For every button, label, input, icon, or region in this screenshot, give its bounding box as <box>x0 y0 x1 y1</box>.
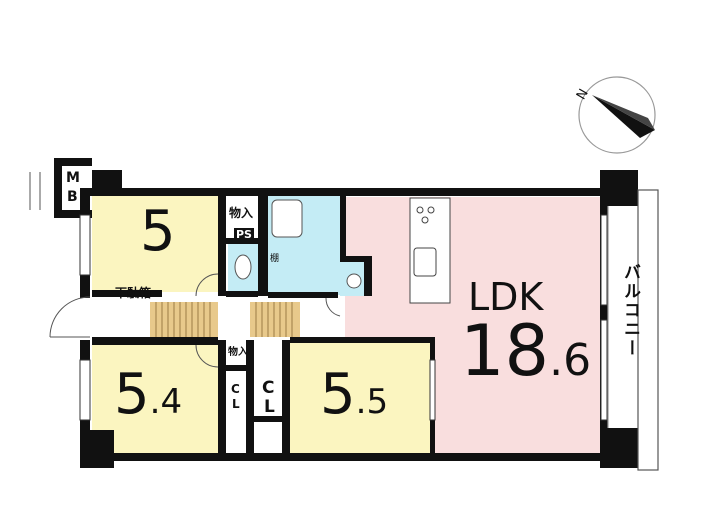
ldk-label: LDK <box>468 275 544 319</box>
toilet <box>234 254 252 280</box>
western-center-floor <box>290 343 430 453</box>
entrance-stairs <box>150 302 300 337</box>
balcony-label: バルコニー <box>620 263 640 358</box>
western-left-size: 5.4 <box>114 362 182 427</box>
storage-middle-label: 物入 <box>228 347 248 358</box>
closet-small-label-bottom: L <box>232 397 240 411</box>
western-center-size: 5.5 <box>320 362 388 427</box>
western-left-size-integer: 5 <box>114 362 150 427</box>
balcony <box>607 189 659 471</box>
closet-large-label-top: C <box>262 378 275 398</box>
western-left-size-decimal: .4 <box>149 382 183 422</box>
western-center-size-integer: 5 <box>320 362 356 427</box>
ldk-size-decimal: .6 <box>549 335 592 386</box>
windows <box>79 214 608 421</box>
pipe-space-label: PS <box>234 228 254 241</box>
washbasin <box>346 273 362 289</box>
ldk-size-integer: 18 <box>460 310 550 392</box>
western-top-size: 5 <box>140 199 176 264</box>
compass-icon <box>578 76 656 154</box>
meter-box-label-bottom: B <box>67 189 78 205</box>
washroom-floor <box>268 241 340 295</box>
bathtub <box>271 199 303 238</box>
western-center-size-decimal: .5 <box>355 382 389 422</box>
storage-top-label: 物入 <box>229 206 254 220</box>
closet-small-label-top: C <box>231 382 240 396</box>
western-top-floor <box>92 196 218 292</box>
shelf-label: 棚 <box>270 254 280 264</box>
closet-large-label-bottom: L <box>264 397 275 417</box>
doors <box>29 172 341 368</box>
ldk-size: 18.6 <box>460 310 591 392</box>
kitchen-counter <box>409 197 451 304</box>
meter-box-label-top: M <box>66 170 80 186</box>
shoe-box-label: 下駄箱 <box>115 286 152 300</box>
